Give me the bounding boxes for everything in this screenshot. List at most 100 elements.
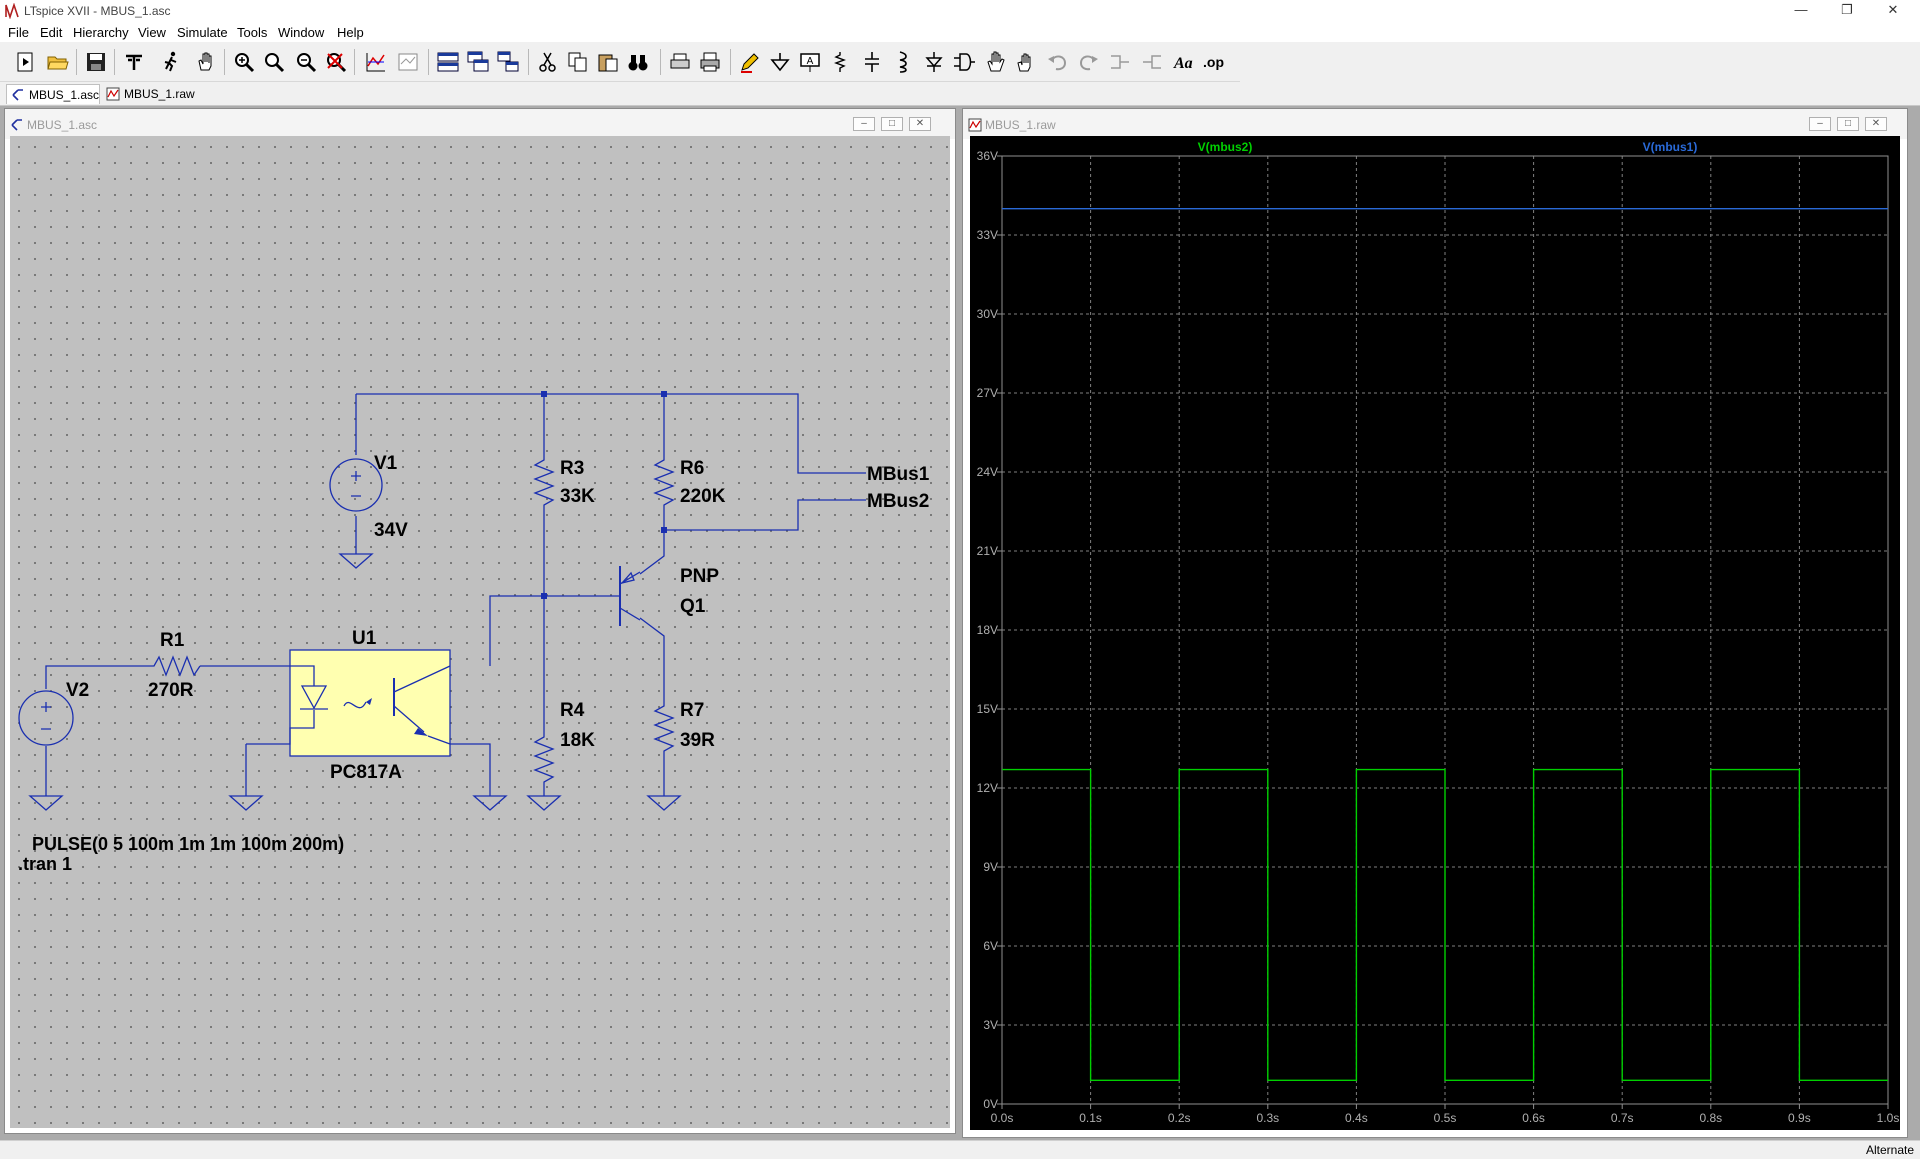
toolbar: A Aa .op [0,43,1240,82]
u1-name: U1 [352,628,377,649]
v1-name: V1 [374,453,398,474]
tab-label: MBUS_1.raw [124,87,195,101]
ground-icon [526,795,562,811]
x-tick-label: 0.7s [1611,1111,1634,1125]
waveform-close-button[interactable]: ✕ [1865,117,1887,131]
drag-hand-icon[interactable] [1014,50,1038,74]
voltage-source-v1[interactable]: V1 34V [329,453,408,541]
resistor-icon[interactable] [828,50,852,74]
schematic-window-title: MBUS_1.asc [27,118,98,132]
cascade-windows-icon[interactable] [466,50,490,74]
redo-icon[interactable] [1076,50,1100,74]
r7-value: 39R [680,730,715,751]
tran-directive[interactable]: .tran 1 [18,854,72,874]
menu-hierarchy[interactable]: Hierarchy [73,25,129,40]
pan-hand-icon[interactable] [194,50,218,74]
schematic-canvas[interactable]: V1 34V R3 33K R6 220K MBus1 MBus2 PNP Q1 [10,136,950,1128]
autorange-icon[interactable] [364,50,388,74]
zoom-cancel-icon[interactable] [324,50,348,74]
spice-directive-icon[interactable]: .op [1202,50,1226,74]
optocoupler-u1[interactable]: U1 PC817A [246,628,451,783]
junctions [541,391,667,599]
status-mode: Alternate [1865,1143,1914,1157]
find-binoculars-icon[interactable] [626,50,650,74]
zoom-in-icon[interactable] [232,50,256,74]
schematic-maximize-button[interactable]: □ [881,117,903,131]
transistor-q1[interactable]: PNP Q1 [619,566,719,626]
svg-text:A: A [807,56,814,67]
voltage-source-v2[interactable]: V2 [18,680,89,746]
cut-icon[interactable] [536,50,560,74]
toolbar-separator [114,49,115,75]
y-tick-label: 33V [977,228,998,242]
zoom-out-icon[interactable] [294,50,318,74]
status-bar: Alternate [0,1140,1920,1159]
diode-icon[interactable] [922,50,946,74]
x-tick-label: 0.9s [1788,1111,1811,1125]
menu-tools[interactable]: Tools [237,25,268,40]
save-icon[interactable] [84,50,108,74]
toolbar-separator [76,49,77,75]
ground-icon[interactable] [768,50,792,74]
open-folder-icon[interactable] [46,50,70,74]
menu-view[interactable]: View [138,25,166,40]
net-label-mbus2[interactable]: MBus2 [867,491,929,512]
waveform-minimize-button[interactable]: – [1809,117,1831,131]
paste-icon[interactable] [596,50,620,74]
ground-icon [28,795,64,811]
schematic-window-titlebar[interactable]: MBUS_1.asc – □ ✕ [5,109,955,139]
x-tick-label: 0.3s [1256,1111,1279,1125]
control-panel-icon[interactable] [122,50,146,74]
waveform-maximize-button[interactable]: □ [1837,117,1859,131]
resistor-r3[interactable]: R3 33K [533,454,595,514]
restore-button[interactable]: ❐ [1841,2,1853,17]
tab-waveform[interactable]: MBUS_1.raw [102,84,196,104]
r3-value: 33K [560,486,595,507]
move-hand-icon[interactable] [984,50,1008,74]
menu-help[interactable]: Help [337,25,364,40]
inductor-icon[interactable] [890,50,914,74]
component-icon[interactable] [952,50,976,74]
y-tick-label: 3V [983,1018,998,1032]
x-tick-label: 0.1s [1079,1111,1102,1125]
toolbar-separator [224,49,225,75]
run-simulation-icon[interactable] [160,50,184,74]
resistor-r7[interactable]: R7 39R [653,700,715,760]
text-icon[interactable]: Aa [1172,50,1196,74]
waveform-window-titlebar[interactable]: MBUS_1.raw – □ ✕ [963,109,1907,139]
net-label-mbus1[interactable]: MBus1 [867,464,930,485]
schematic-close-button[interactable]: ✕ [909,117,931,131]
menu-edit[interactable]: Edit [40,25,63,40]
resistor-r1[interactable]: R1 270R [148,630,201,701]
y-tick-label: 6V [983,939,998,953]
tile-horizontal-icon[interactable] [436,50,460,74]
menu-simulate[interactable]: Simulate [177,25,228,40]
legend-label: V(mbus1) [1643,140,1698,154]
draw-wire-icon[interactable] [738,50,762,74]
menu-window[interactable]: Window [278,25,325,40]
print-setup-icon[interactable] [668,50,692,74]
copy-icon[interactable] [566,50,590,74]
zoom-full-icon[interactable] [262,50,286,74]
print-icon[interactable] [698,50,722,74]
new-schematic-icon[interactable] [14,50,38,74]
r1-value: 270R [148,680,194,701]
pulse-directive[interactable]: PULSE(0 5 100m 1m 1m 100m 200m) [32,834,344,854]
tile-vertical-icon[interactable] [496,50,520,74]
v2-name: V2 [66,680,89,701]
minimize-button[interactable]: — [1794,2,1808,17]
rotate-icon[interactable] [1108,50,1132,74]
label-net-icon[interactable]: A [798,50,822,74]
delete-pane-icon[interactable] [396,50,420,74]
undo-icon[interactable] [1046,50,1070,74]
tab-schematic[interactable]: MBUS_1.asc [6,84,100,104]
close-button[interactable]: ✕ [1887,2,1899,17]
schematic-minimize-button[interactable]: – [853,117,875,131]
capacitor-icon[interactable] [860,50,884,74]
menu-file[interactable]: File [8,25,29,40]
resistor-r4[interactable]: R4 18K [533,700,595,791]
resistor-r6[interactable]: R6 220K [653,454,726,514]
mirror-icon[interactable] [1140,50,1164,74]
